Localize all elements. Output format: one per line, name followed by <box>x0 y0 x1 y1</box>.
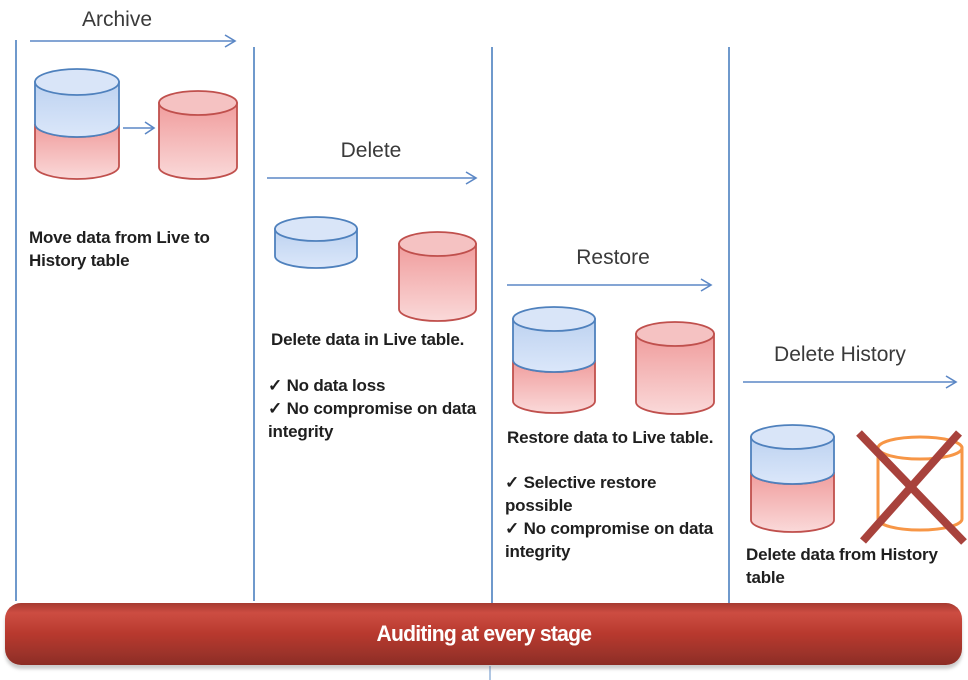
column-divider-2 <box>253 47 255 601</box>
column-divider-1 <box>15 40 17 601</box>
restore-arrow-icon <box>507 278 713 292</box>
auditing-banner-label: Auditing at every stage <box>376 621 591 646</box>
delete-arrow-icon <box>267 171 478 185</box>
archive-arrow-icon <box>30 34 237 48</box>
caption-delete-history: Delete data from History table <box>746 545 938 587</box>
stage-label-delete-history: Delete History <box>774 343 906 366</box>
live-table-cylinder-icon <box>34 68 120 180</box>
bullets-restore: ✓ Selective restore possible ✓ No compro… <box>505 471 733 563</box>
live-table-empty-cylinder-icon <box>274 216 358 269</box>
caption-delete: Delete data in Live table. <box>271 330 465 349</box>
bullets-delete: ✓ No data loss ✓ No compromise on data i… <box>268 374 494 443</box>
caption-archive: Move data from Live to History table <box>29 228 210 270</box>
column-divider-4 <box>728 47 730 603</box>
column-divider-3-stub <box>489 666 491 680</box>
history-table-cylinder-icon <box>158 90 238 180</box>
auditing-banner: Auditing at every stage <box>5 603 962 665</box>
delete-history-arrow-icon <box>743 375 958 389</box>
stage-label-delete: Delete <box>340 139 402 162</box>
bullet-no-compromise: ✓ No compromise on data integrity <box>268 399 477 441</box>
bullet-no-compromise: ✓ No compromise on data integrity <box>505 519 714 561</box>
history-table-cylinder-icon <box>398 231 477 322</box>
live-table-cylinder-icon <box>750 424 835 533</box>
history-table-cylinder-icon <box>635 321 715 415</box>
bullet-selective-restore: ✓ Selective restore possible <box>505 473 657 515</box>
move-data-arrow-icon <box>123 121 156 135</box>
stage-label-archive: Archive <box>81 8 153 31</box>
bullet-no-data-loss: ✓ No data loss <box>268 376 386 395</box>
live-table-cylinder-icon <box>512 306 596 414</box>
stage-label-restore: Restore <box>576 246 650 269</box>
column-divider-3 <box>491 47 493 603</box>
deleted-history-cylinder-crossed-icon <box>856 430 967 545</box>
caption-restore: Restore data to Live table. <box>507 428 714 447</box>
